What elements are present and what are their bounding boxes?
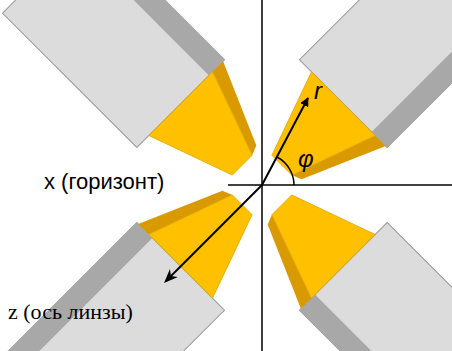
pole-piece: [238, 161, 452, 351]
yoke-side: [75, 0, 225, 75]
pole-piece: [238, 0, 452, 209]
pole-piece: [2, 161, 286, 351]
yoke-side: [2, 222, 152, 351]
angle-label: φ: [298, 146, 314, 172]
pole-tip: [250, 173, 375, 298]
axis-label: x (горизонт): [44, 170, 164, 194]
coordinate-label: r: [314, 78, 322, 104]
yoke-side: [372, 0, 452, 148]
pole-tip: [149, 72, 274, 197]
yoke-side: [299, 295, 449, 351]
axes: [166, 0, 452, 351]
pole-tip: [250, 72, 375, 197]
axis-label: z (ось линзы): [8, 300, 133, 324]
z-arrow: [166, 185, 262, 281]
vertical-axis: [261, 0, 263, 351]
pole-piece: [2, 0, 286, 209]
phi-arc: [277, 157, 294, 185]
pole-tip: [149, 173, 274, 298]
